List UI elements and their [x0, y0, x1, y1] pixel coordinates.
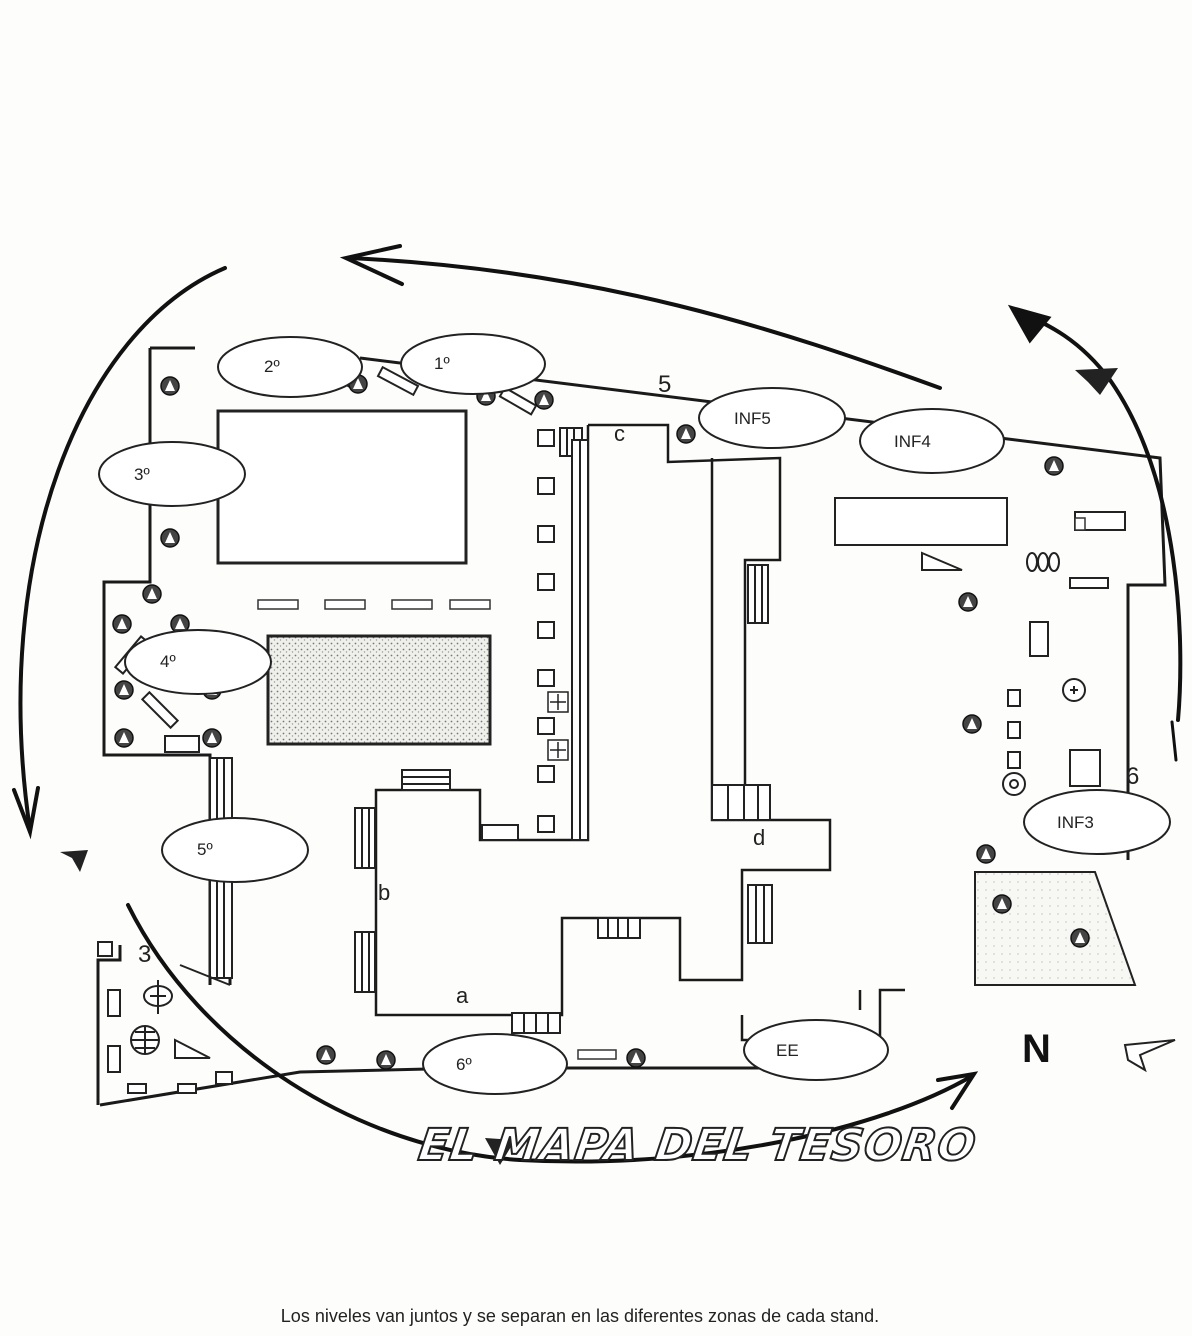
arrow-right-tail: [1170, 720, 1178, 762]
hall-rectangle-stippled: [266, 634, 492, 746]
zone-1-label: 1º: [434, 354, 450, 373]
zone-ellipses: [98, 333, 1171, 1095]
letter-d: d: [753, 825, 765, 850]
number-3: 3: [138, 941, 151, 968]
zone-4-label: 4º: [160, 652, 176, 671]
zone-3-ellipse: [98, 441, 246, 507]
tent-marker-icon: [202, 728, 222, 748]
letter-b: b: [378, 880, 390, 905]
zone-1-ellipse: [400, 333, 546, 395]
inf3-label: INF3: [1057, 813, 1094, 832]
tent-marker-icon: [316, 1045, 336, 1065]
first-aid-icons: [547, 691, 569, 761]
zone-3-label: 3º: [134, 465, 150, 484]
inf5-label: INF5: [734, 409, 771, 428]
arrow-bottom: [126, 903, 974, 1164]
tent-marker-icon: [626, 1048, 646, 1068]
tent-marker-icon: [534, 390, 554, 410]
tree-marks: [60, 368, 1118, 1165]
ee-label: EE: [776, 1041, 799, 1060]
tent-marker-icon: [958, 592, 978, 612]
compass-arrow-icon: [1123, 1039, 1176, 1073]
arrow-left: [18, 266, 227, 832]
tent-marker-icon: [676, 424, 696, 444]
zone-6-ellipse: [422, 1033, 568, 1095]
inf5-ellipse: [698, 387, 846, 449]
tent-marker-icon: [992, 894, 1012, 914]
arrow-right: [1013, 308, 1183, 722]
zone-5-ellipse: [161, 817, 309, 883]
inf4-label: INF4: [894, 432, 931, 451]
southwest-room-details: [97, 941, 233, 1094]
tent-marker-icon: [376, 1050, 396, 1070]
tent-marker-icon: [114, 680, 134, 700]
north-label: N: [1022, 1027, 1051, 1071]
tent-marker-icon: [1070, 928, 1090, 948]
number-6: 6: [1126, 763, 1139, 790]
number-5: 5: [658, 371, 671, 398]
stairs: [164, 427, 773, 1034]
inf4-ellipse: [859, 408, 1005, 474]
tent-marker-icon: [962, 714, 982, 734]
zone-5-label: 5º: [197, 840, 213, 859]
northeast-rectangle: [834, 497, 1008, 546]
arrowhead-bottom: [936, 1071, 979, 1110]
tent-marker-icon: [142, 584, 162, 604]
letter-a: a: [456, 983, 469, 1008]
tent-marker-icon: [1044, 456, 1064, 476]
hall-rectangle-top: [216, 409, 468, 565]
letter-c: c: [614, 421, 625, 446]
map-title: EL MAPA DEL TESORO: [415, 1120, 979, 1171]
arrowhead-right: [1007, 304, 1052, 344]
tent-marker-icon: [976, 844, 996, 864]
bench-row: [257, 517, 1086, 1060]
inf3-ellipse: [1023, 789, 1171, 855]
zone-4-ellipse: [124, 629, 272, 695]
caption: Los niveles van juntos y se separan en l…: [280, 1306, 880, 1326]
arrowhead-top: [339, 244, 404, 286]
southeast-room: [974, 871, 1137, 986]
tent-marker-icon: [114, 728, 134, 748]
stand-column: [537, 429, 1126, 833]
zone-2-label: 2º: [264, 357, 280, 376]
ring-chain: [1026, 552, 1060, 572]
northeast-triangle: [921, 551, 963, 571]
tent-marker-icon: [160, 528, 180, 548]
route-arrows: [12, 244, 1183, 1164]
tent-marker-icon: [160, 376, 180, 396]
zone-6-label: 6º: [456, 1055, 472, 1074]
round-icons: [1002, 678, 1086, 796]
arrowhead-left: [12, 786, 40, 840]
tent-marker-icon: [112, 614, 132, 634]
ee-ellipse: [743, 1019, 889, 1081]
zone-2-ellipse: [217, 336, 363, 398]
arrow-top: [348, 256, 942, 390]
